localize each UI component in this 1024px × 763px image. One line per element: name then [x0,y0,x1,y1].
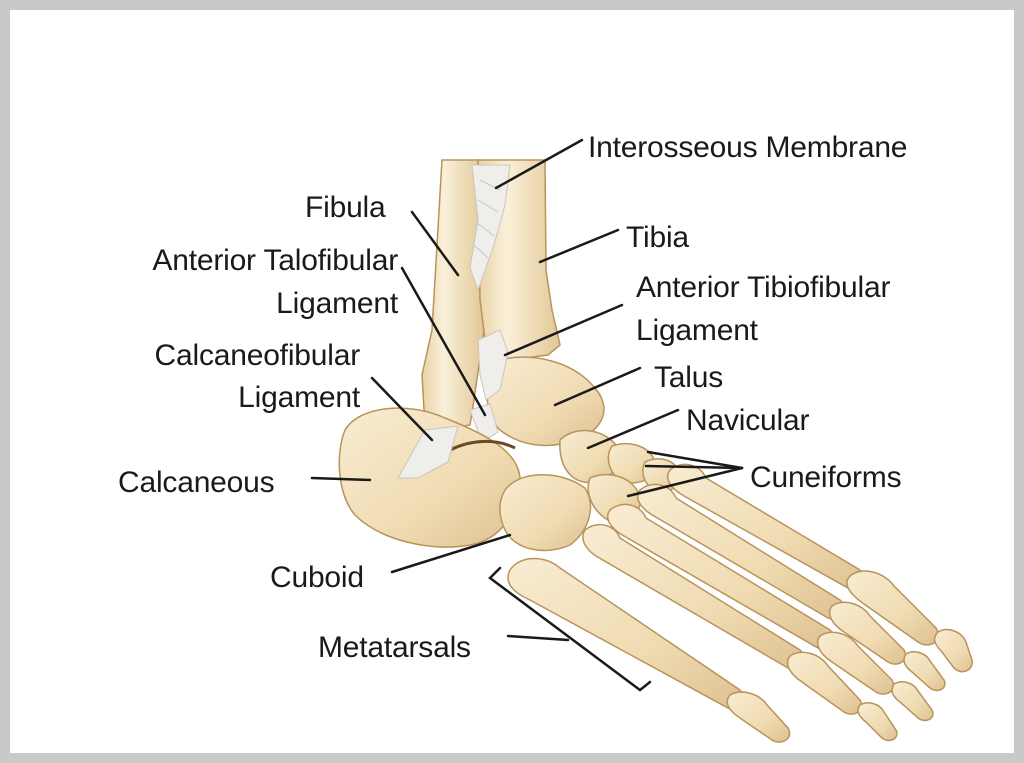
label-fibula: Fibula [305,191,386,224]
label-anterior-tibiofibular-line2: Ligament [636,314,758,347]
leader-interosseous-membrane [494,138,584,190]
leader-talus [553,366,642,407]
cuboid-bone [499,474,592,552]
leader-fibula [410,210,460,277]
ankle-illustration [310,138,973,743]
leader-navicular [586,408,680,450]
label-metatarsals: Metatarsals [318,631,471,664]
label-cuboid: Cuboid [270,561,364,594]
interosseous-membrane [469,164,511,292]
leader-lines [310,138,744,692]
label-interosseous-membrane: Interosseous Membrane [588,131,908,164]
anterior-talofibular-ligament [469,403,499,443]
metatarsals-bracket [488,566,652,692]
label-anterior-talofibular-line2: Ligament [276,287,398,320]
fibula-bone [421,159,485,431]
leader-cuneiforms-3 [626,466,744,498]
leader-metatarsals [506,634,570,642]
leader-calcaneous [310,476,372,482]
leader-cuneiforms-2 [644,464,744,470]
label-navicular: Navicular [686,404,810,437]
calcaneofibular-ligament [397,425,459,479]
label-cuneiforms: Cuneiforms [750,461,902,494]
leader-tibia [538,228,620,264]
label-tibia: Tibia [626,221,689,254]
leader-anterior-tibiofibular [503,303,624,357]
label-calcaneous: Calcaneous [118,466,275,499]
leader-cuneiforms-1 [646,450,744,470]
label-calcaneofibular-line1: Calcaneofibular [154,339,361,372]
leader-calcaneofibular [370,376,434,442]
label-calcaneofibular-line2: Ligament [238,381,360,414]
leader-cuboid [390,533,512,574]
leader-anterior-talofibular [400,266,487,417]
label-anterior-tibiofibular-line1: Anterior Tibiofibular [636,271,891,304]
label-talus: Talus [654,361,724,394]
anterior-tibiofibular-ligament [477,329,509,401]
phalanx-bones [726,570,973,743]
label-anterior-talofibular-line1: Anterior Talofibular [152,244,398,277]
